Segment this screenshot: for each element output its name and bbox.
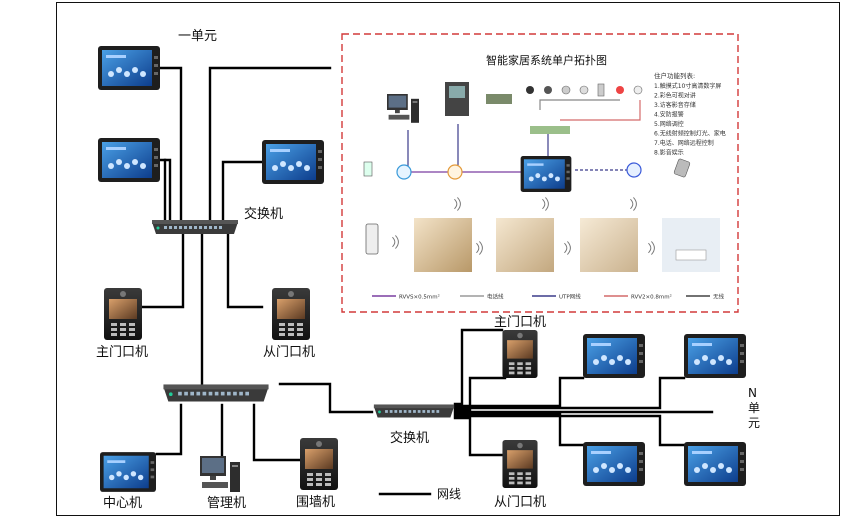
switch-top-icon <box>152 220 238 234</box>
wall-station <box>300 438 338 490</box>
label-sub-door-bottom: 从门口机 <box>494 495 546 510</box>
inset-legend: RVVS×0.5mm² 电话线 UTP网线 RVV2×0.8mm² 无线 <box>372 293 725 301</box>
label-center: 中心机 <box>103 496 142 511</box>
label-network: 网线 <box>437 487 461 501</box>
label-unit-one: 一单元 <box>178 29 217 44</box>
scene-living <box>414 218 472 272</box>
label-main-door-top: 主门口机 <box>96 345 148 360</box>
label-n-unit-b: 单 <box>748 401 760 415</box>
scene-bedroom <box>496 218 554 272</box>
feature-item: 4.安防报警 <box>654 111 684 119</box>
center-monitor <box>100 452 156 492</box>
sensor-row <box>526 83 643 97</box>
router-icon <box>396 164 412 180</box>
smart-home-title: 智能家居系统单户拓扑图 <box>486 53 607 67</box>
indoor-monitor-1 <box>98 46 160 90</box>
label-sub-door-top: 从门口机 <box>263 345 315 360</box>
network-lines <box>141 66 714 496</box>
feature-item: 3.访客影音存储 <box>654 101 696 109</box>
wireless-gw-icon <box>626 162 642 178</box>
feature-item: 5.网络调控 <box>654 120 684 128</box>
pda-icon <box>363 161 373 177</box>
feature-item: 1.触摸式10寸高清数字屏 <box>654 82 721 90</box>
indoor-monitor-2 <box>98 138 160 182</box>
label-n-unit-a: N <box>748 386 757 400</box>
smart-home-wiring <box>407 99 641 173</box>
scene-appliance <box>662 218 720 272</box>
remote-icon <box>365 223 379 255</box>
legend-label: 无线 <box>713 293 725 301</box>
feature-item: 6.无线射频控制灯光、家电 <box>654 130 726 138</box>
phone-icon <box>673 158 691 178</box>
main-door-station-top <box>104 288 142 340</box>
legend-label: RVV2×0.8mm² <box>631 294 672 301</box>
feature-item: 2.彩色可视对讲 <box>654 92 696 100</box>
label-manager: 管理机 <box>207 496 246 511</box>
management-pc-icon <box>200 456 240 492</box>
indoor-monitor-4 <box>583 334 645 378</box>
legend-label: UTP网线 <box>559 293 581 301</box>
label-main-door-right: 主门口机 <box>494 315 546 330</box>
indoor-monitor-6 <box>583 442 645 486</box>
legend-label: RVVS×0.5mm² <box>399 294 440 301</box>
features-title: 住户功能列表: <box>654 71 695 80</box>
label-n-unit-c: 元 <box>748 416 760 430</box>
indoor-monitor-7 <box>684 442 746 486</box>
label-switch-top: 交换机 <box>244 206 283 222</box>
indoor-monitor-5 <box>684 334 746 378</box>
legend-label: 电话线 <box>487 293 504 301</box>
label-wall: 围墙机 <box>296 495 335 510</box>
main-door-station-right <box>502 330 538 378</box>
outer-frame <box>56 2 840 516</box>
switch-lower-icon <box>163 384 269 402</box>
smart-home-inset: 智能家居系统单户拓扑图 <box>341 33 739 313</box>
sub-door-station-bottom <box>502 440 538 488</box>
indoor-monitor-3 <box>262 140 324 184</box>
label-switch-mid: 交换机 <box>390 430 429 446</box>
hub-icon <box>447 164 463 180</box>
sub-door-station-top <box>272 288 310 340</box>
switch-mid-icon <box>373 404 455 418</box>
feature-item: 7.电话、网络远程控制 <box>654 139 714 147</box>
electric-lock-icon <box>486 94 512 104</box>
feature-item: 8.影音娱乐 <box>654 149 684 157</box>
home-monitor <box>520 156 572 192</box>
control-module-icon <box>530 126 570 134</box>
scene-kitchen <box>580 218 638 272</box>
